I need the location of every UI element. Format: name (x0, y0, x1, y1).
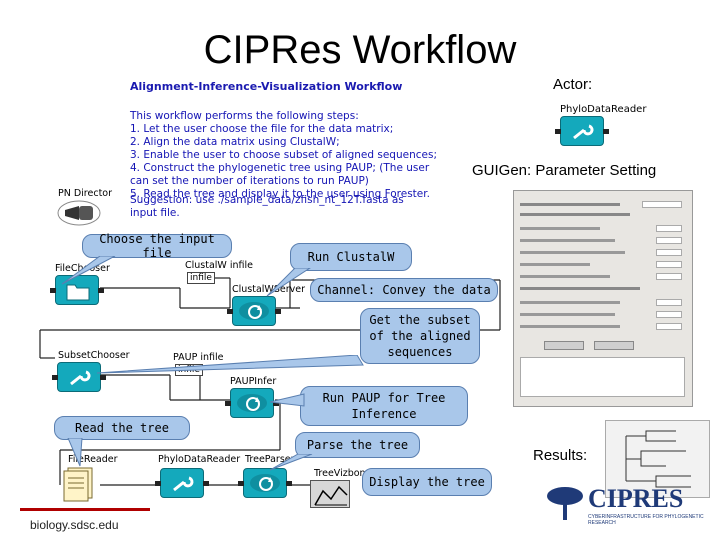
wrench-icon (70, 370, 91, 386)
tree-vizbone-actor[interactable] (310, 480, 350, 508)
description-line: This workflow performs the following ste… (130, 110, 359, 122)
callout-read-tree: Read the tree (54, 416, 190, 440)
suggestion-line: input file. (130, 207, 180, 219)
tree-parser-label: TreeParser (245, 454, 295, 465)
folder-icon (66, 284, 90, 301)
file-reader-actor[interactable] (60, 466, 100, 504)
cipres-tree-logo (545, 482, 585, 522)
clustalw-server-actor[interactable] (227, 296, 281, 326)
actor-example[interactable] (555, 116, 609, 146)
clustalw-server-label: ClustalWServer (232, 284, 305, 295)
description-line: 3. Enable the user to choose subset of a… (130, 149, 437, 161)
footer-url: biology.sdsc.edu (30, 518, 119, 532)
callout-tail (266, 268, 311, 297)
actor-label: Actor: (553, 76, 593, 93)
refresh-icon (259, 477, 273, 491)
results-label: Results: (533, 447, 588, 464)
workflow-suggestion: Suggestion: use ./sample_data/zfish_nt_1… (130, 194, 410, 220)
callout-get-subset: Get the subset of the aligned sequences (360, 308, 480, 364)
callout-tail (269, 454, 313, 471)
document-stack-icon (63, 467, 93, 502)
wrench-icon (573, 124, 594, 140)
paup-infer-label: PAUPInfer (230, 376, 277, 387)
description-line: 2. Align the data matrix using ClustalW; (130, 136, 340, 148)
footer-rule (20, 508, 150, 511)
cipres-logo-text: CIPRES (588, 484, 684, 513)
guigen-label: GUIGen: Parameter Setting (472, 162, 657, 179)
cipres-tagline: CYBERINFRASTRUCTURE FOR PHYLOGENETIC RES… (588, 514, 704, 526)
parameter-settings-window[interactable] (513, 190, 693, 407)
workflow-title: Alignment-Inference-Visualization Workfl… (130, 80, 403, 93)
callout-tail (96, 355, 364, 374)
callout-choose-input: Choose the input file (82, 232, 232, 260)
tree-vizbone-label: TreeVizbone (314, 468, 372, 479)
paup-infer-actor[interactable] (225, 388, 279, 418)
description-line: 5. Read the tree and display it to the u… (130, 188, 430, 200)
actor-name: PhyloDataReader (560, 104, 647, 115)
phylogenetic-tree-icon (625, 430, 691, 488)
description-line: 1. Let the user choose the file for the … (130, 123, 394, 135)
callout-display-tree: Display the tree (362, 468, 492, 496)
subset-chooser-actor[interactable] (52, 362, 106, 392)
callout-channel: Channel: Convey the data (310, 278, 498, 302)
workflow-description: This workflow performs the following ste… (130, 110, 437, 201)
callout-run-clustalw: Run ClustalW (290, 243, 412, 271)
tree-plot-icon (314, 485, 348, 506)
director-label: PN Director (58, 188, 113, 199)
description-line: 4. Construct the phylogenetic tree using… (130, 162, 430, 174)
refresh-icon (248, 305, 262, 319)
phylo-data-reader-actor[interactable] (155, 468, 209, 498)
results-tree-window[interactable] (605, 420, 710, 498)
clustalw-infile-label: ClustalW infile (185, 260, 253, 271)
tree-parser-actor[interactable] (238, 468, 292, 498)
callout-tail (67, 438, 83, 467)
refresh-icon (246, 397, 260, 411)
clustalw-infile-port[interactable]: infile (187, 272, 215, 284)
file-chooser-actor[interactable] (50, 275, 104, 305)
paup-infile-label: PAUP infile (173, 352, 224, 363)
director-icon[interactable] (57, 200, 101, 226)
callout-tail (269, 393, 305, 407)
subset-chooser-label: SubsetChooser (58, 350, 130, 361)
suggestion-line: Suggestion: use ./sample_data/zfish_nt_1… (130, 194, 404, 206)
phylo-data-reader-label: PhyloDataReader (158, 454, 241, 465)
callout-parse-tree: Parse the tree (295, 432, 420, 458)
wrench-icon (173, 476, 194, 492)
slide-title: CIPRes Workflow (203, 28, 517, 72)
callout-tail (61, 256, 116, 285)
callout-run-paup: Run PAUP for Tree Inference (300, 386, 468, 426)
description-line: can set the number of iterations to run … (130, 175, 369, 187)
file-reader-label: FileReader (68, 454, 118, 465)
